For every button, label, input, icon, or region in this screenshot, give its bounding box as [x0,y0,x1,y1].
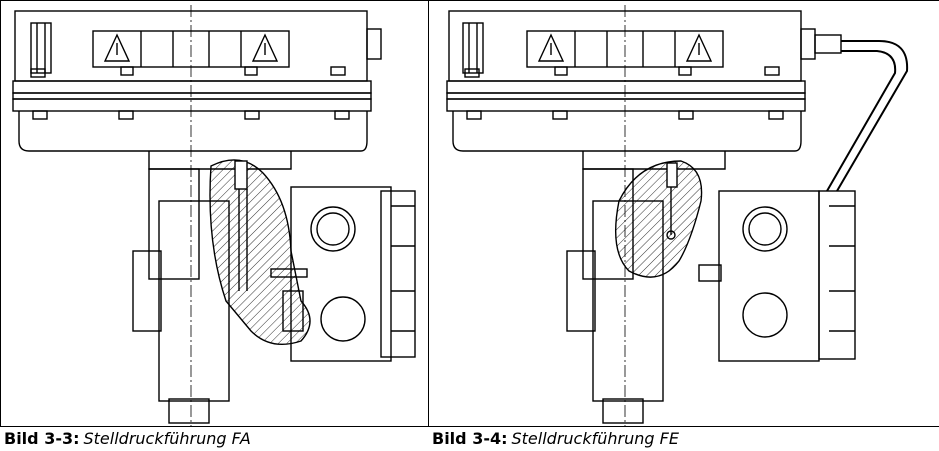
warning-icon-2 [251,33,279,62]
warning-icon-1 [537,33,565,62]
caption-text: Stelldruckführung FE [511,429,679,448]
figure-caption-3-4: Bild 3-4:Stelldruckführung FE [432,429,679,448]
plug [742,292,788,338]
caption-number: Bild 3-4: [432,429,508,448]
figure-caption-3-3: Bild 3-3:Stelldruckführung FA [4,429,251,448]
caption-text: Stelldruckführung FA [83,429,251,448]
actuator-box [290,186,392,362]
figure-3-3 [0,0,429,427]
section-cut [209,159,311,345]
plug [320,296,366,342]
caption-number: Bild 3-3: [4,429,80,448]
warning-icon-1 [103,33,131,62]
warning-icon-2 [685,33,713,62]
cable-gland [310,206,356,252]
drawing-fa [12,5,416,426]
drawing-fe [446,5,909,426]
figure-3-4 [428,0,939,427]
cable-gland [742,206,788,252]
actuator-box [718,190,820,362]
section-cut [614,160,703,278]
